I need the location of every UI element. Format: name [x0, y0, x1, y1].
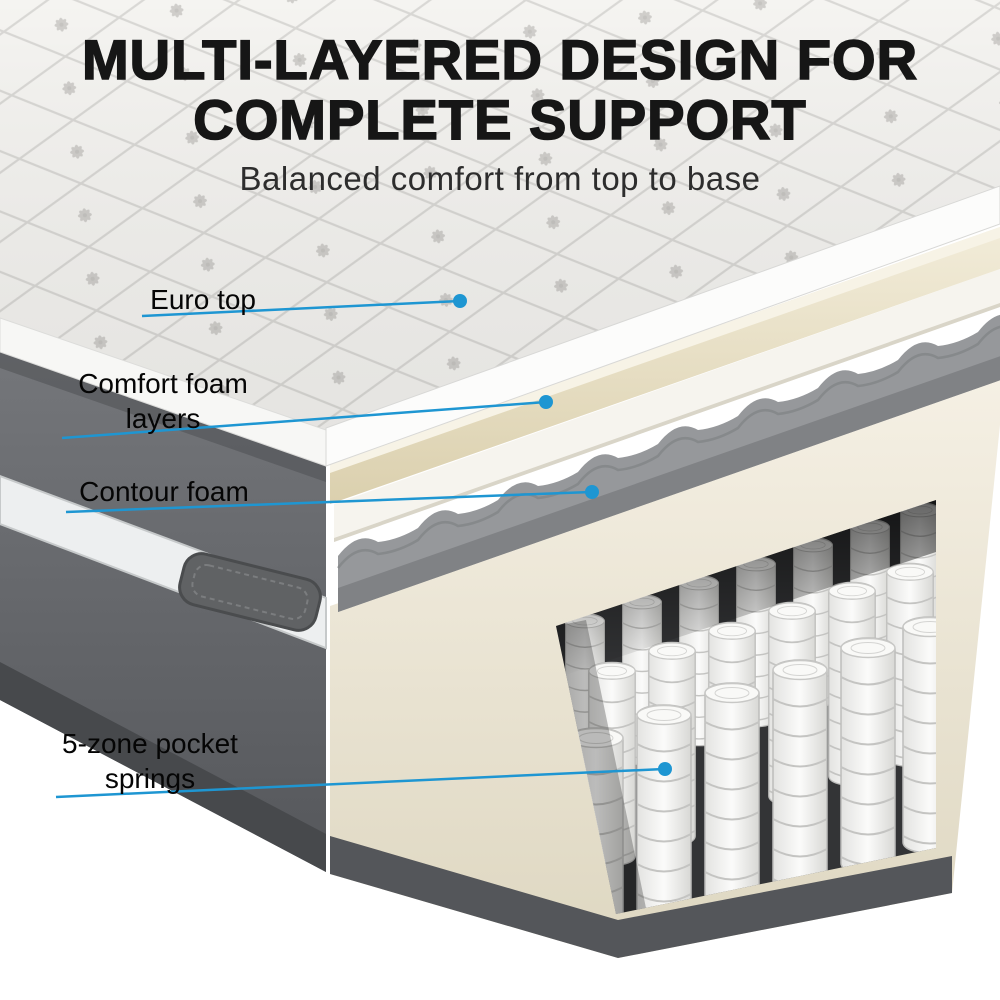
- mattress-base-edge: [330, 836, 952, 958]
- title-line-2: COMPLETE SUPPORT: [192, 87, 807, 151]
- callout-label-comfort-foam: Comfort foam layers: [78, 368, 248, 434]
- callout-line-contour-foam: [65, 485, 599, 514]
- pocket-springs-group: [556, 500, 936, 914]
- comfort-foam-cream-layer: [330, 227, 1000, 504]
- callout-dot-contour-foam: [585, 485, 599, 499]
- comfort-foam-white-layer: [334, 269, 1000, 542]
- callout-line-comfort-foam: [61, 395, 553, 440]
- contour-foam-layer: [337, 315, 1000, 612]
- title-line-1: MULTI-LAYERED DESIGN FOR: [81, 28, 919, 91]
- side-panel: [0, 340, 327, 872]
- side-handle: [178, 552, 322, 632]
- subtitle: Balanced comfort from top to base: [239, 159, 761, 197]
- spring-cavity: [556, 500, 936, 914]
- callout-dot-pocket-springs: [658, 762, 672, 776]
- callout-dot-euro-top: [453, 294, 467, 308]
- euro-top-surface: [0, 0, 1000, 436]
- callout-label-euro-top: Euro top: [150, 284, 256, 315]
- callout-label-contour-foam: Contour foam: [79, 476, 249, 507]
- callout-line-euro-top: [141, 294, 467, 318]
- callout-line-pocket-springs: [55, 762, 672, 799]
- callout-label-pocket-springs: 5-zone pocket springs: [62, 728, 238, 794]
- euro-top-piping: [0, 185, 1000, 467]
- callout-dot-comfort-foam: [539, 395, 553, 409]
- headline: MULTI-LAYERED DESIGN FOR COMPLETE SUPPOR…: [0, 28, 1000, 198]
- callout-lines: [55, 294, 672, 799]
